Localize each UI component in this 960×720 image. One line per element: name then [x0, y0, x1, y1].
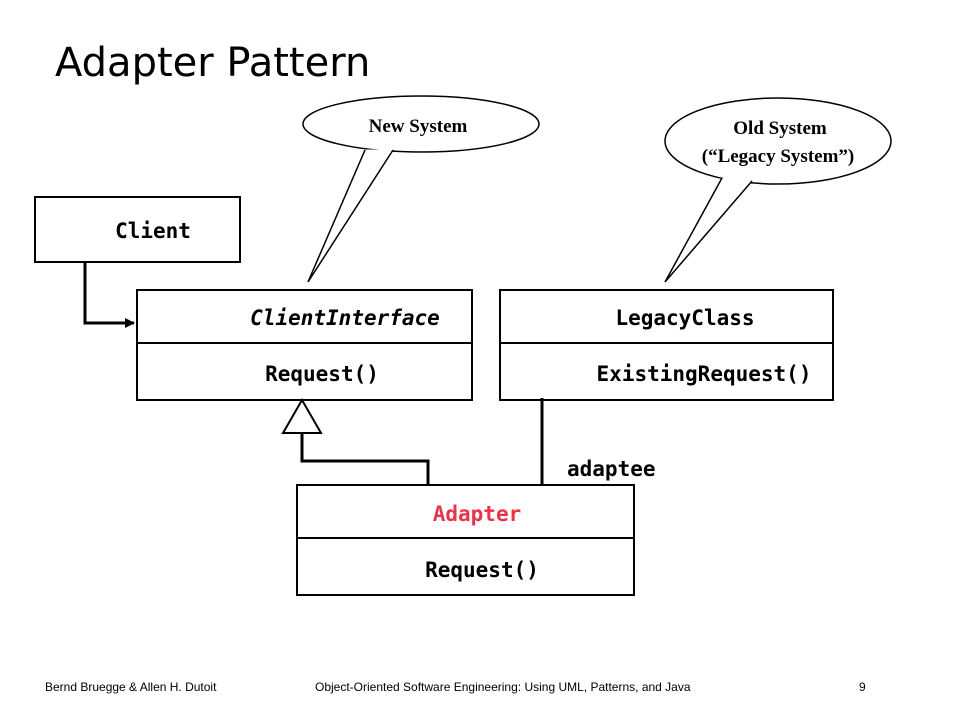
- slide-title: Adapter Pattern: [55, 40, 371, 86]
- adaptee-label: adaptee: [567, 457, 656, 481]
- class-adapter: Adapter Request(): [296, 484, 635, 596]
- class-client-name: Client: [115, 219, 191, 243]
- class-legacy-operation: ExistingRequest(): [597, 362, 812, 386]
- class-legacy: LegacyClass ExistingRequest(): [499, 289, 834, 401]
- client-association-line: [83, 262, 135, 328]
- callout-old-system-line2: (“Legacy System”): [702, 146, 855, 167]
- footer-book-title: Object-Oriented Software Engineering: Us…: [315, 680, 691, 694]
- callout-new-system-text: New System: [369, 116, 468, 137]
- generalization-arrow: [281, 397, 430, 485]
- class-legacy-name: LegacyClass: [615, 306, 754, 330]
- class-adapter-operation: Request(): [425, 558, 539, 582]
- class-client-interface: ClientInterface Request(): [136, 289, 473, 401]
- class-adapter-name: Adapter: [433, 502, 522, 526]
- class-client: Client: [34, 196, 241, 263]
- class-client-interface-name: ClientInterface: [250, 306, 440, 330]
- footer-authors: Bernd Bruegge & Allen H. Dutoit: [45, 680, 217, 694]
- callout-old-system: Old System (“Legacy System”): [664, 97, 892, 283]
- footer-page-number: 9: [859, 680, 866, 694]
- class-client-interface-operation: Request(): [265, 362, 379, 386]
- callout-new-system: New System: [302, 95, 540, 283]
- callout-old-system-line1: Old System: [733, 118, 827, 139]
